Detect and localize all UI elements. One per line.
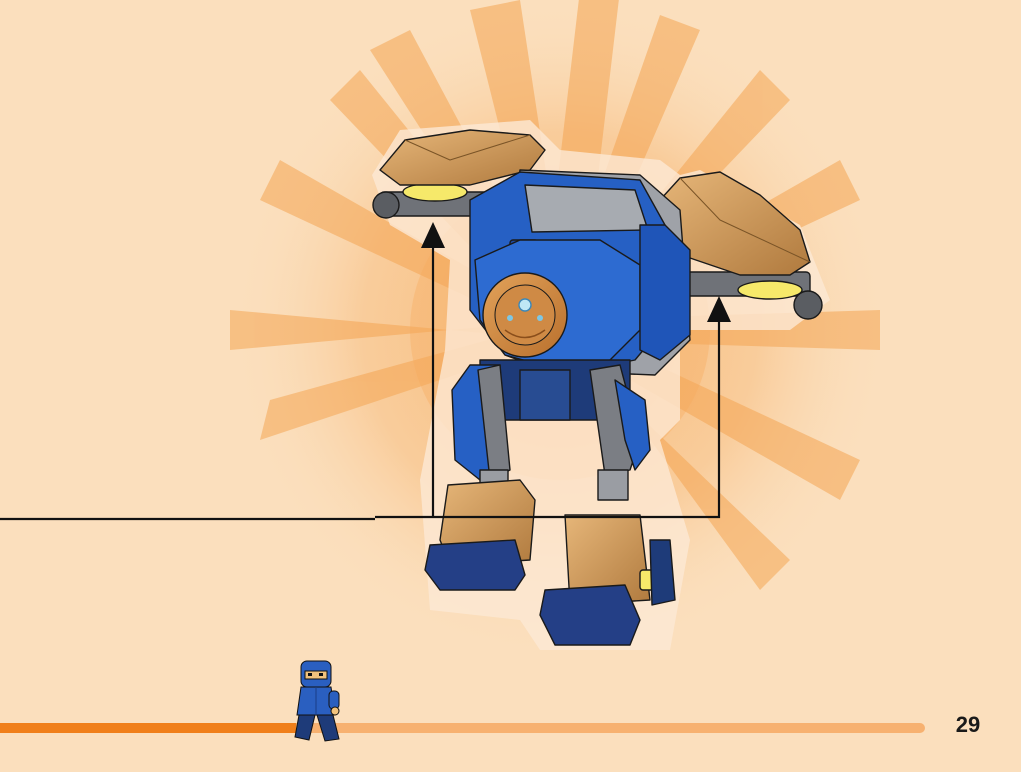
progress-fill <box>0 723 296 733</box>
right-shoulder-ball <box>794 291 822 319</box>
left-shoulder-ball <box>373 192 399 218</box>
right-foot-blue <box>540 585 640 645</box>
right-shoulder-light <box>738 281 802 299</box>
left-foot-blue <box>425 540 525 590</box>
progress-bar <box>0 723 925 733</box>
page-number: 29 <box>948 712 988 738</box>
